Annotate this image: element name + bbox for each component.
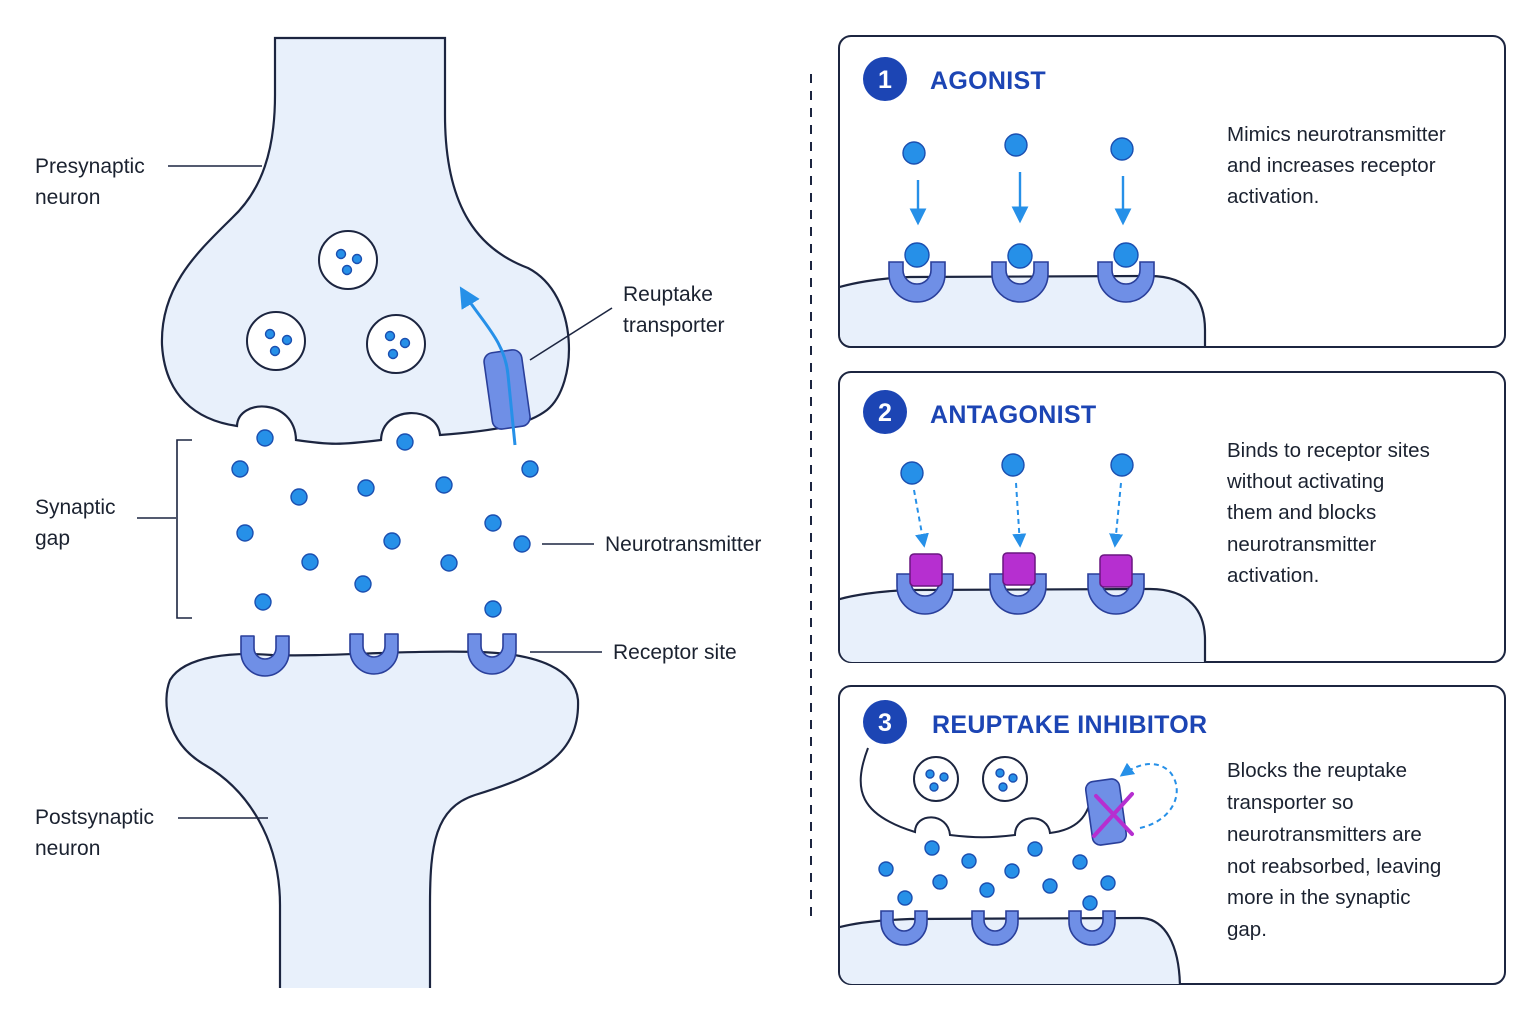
step-badge: 2 xyxy=(863,390,907,434)
reuptake-transporter-label-line2: transporter xyxy=(623,314,725,337)
neurotransmitter-label: Neurotransmitter xyxy=(605,533,761,556)
panel-title: REUPTAKE INHIBITOR xyxy=(932,711,1207,739)
panel-agonist: 1 AGONIST Mimics neurotransmitter and in… xyxy=(838,35,1506,348)
panel-description-line: not reabsorbed, leaving xyxy=(1227,855,1441,878)
presynaptic-label-line2: neuron xyxy=(35,186,100,209)
panel-description-line: neurotransmitters are xyxy=(1227,823,1422,846)
antagonist-block xyxy=(1099,554,1133,588)
svg-text:1: 1 xyxy=(878,66,892,94)
panel-description-line: them and blocks xyxy=(1227,501,1376,524)
panel-description-line: Binds to receptor sites xyxy=(1227,439,1430,462)
reuptake-transporter-label-line1: Reuptake xyxy=(623,283,713,306)
panel-antagonist: 2 ANTAGONIST Binds to receptor sites wit… xyxy=(838,371,1506,663)
panel-description-line: transporter so xyxy=(1227,791,1353,814)
panel-title: ANTAGONIST xyxy=(930,401,1096,429)
synaptic-gap-label-line2: gap xyxy=(35,527,70,550)
panel-description-line: more in the synaptic xyxy=(1227,886,1410,909)
neurotransmitter-cluster xyxy=(231,429,539,618)
main-synapse: Presynaptic neuron Reuptake transporter … xyxy=(35,36,761,992)
panel-description-line: activation. xyxy=(1227,185,1319,208)
svg-text:3: 3 xyxy=(878,709,892,737)
antagonist-block xyxy=(1002,552,1036,586)
receptor-site xyxy=(240,635,290,677)
receptor-site xyxy=(467,633,517,675)
svg-text:2: 2 xyxy=(878,399,892,427)
receptor-site-label: Receptor site xyxy=(613,641,737,664)
postsynaptic-label-line1: Postsynaptic xyxy=(35,806,154,829)
panel-description-line: Mimics neurotransmitter xyxy=(1227,123,1446,146)
panel-description-line: Blocks the reuptake xyxy=(1227,759,1407,782)
vesicle xyxy=(246,311,306,371)
antagonist-block xyxy=(909,553,943,587)
postsynaptic-label-line2: neuron xyxy=(35,837,100,860)
panel-description-line: neurotransmitter xyxy=(1227,533,1376,556)
synaptic-gap-label-line1: Synaptic xyxy=(35,496,116,519)
panel-description-line: and increases receptor xyxy=(1227,154,1436,177)
reuptake-transporter xyxy=(459,286,531,446)
panel-reuptake-inhibitor: 3 REUPTAKE INHIBITOR Blocks the reuptake… xyxy=(838,685,1506,985)
postsynaptic-neuron-shape xyxy=(165,650,580,992)
presynaptic-label-line1: Presynaptic xyxy=(35,155,145,178)
step-badge: 3 xyxy=(863,700,907,744)
step-badge: 1 xyxy=(863,57,907,101)
panel-description-line: without activating xyxy=(1226,470,1384,493)
panel-description-line: gap. xyxy=(1227,918,1267,941)
vesicle xyxy=(318,230,378,290)
receptor-site xyxy=(349,633,399,675)
vesicle xyxy=(366,314,426,374)
panel-description-line: activation. xyxy=(1227,564,1319,587)
panel-title: AGONIST xyxy=(930,67,1046,95)
